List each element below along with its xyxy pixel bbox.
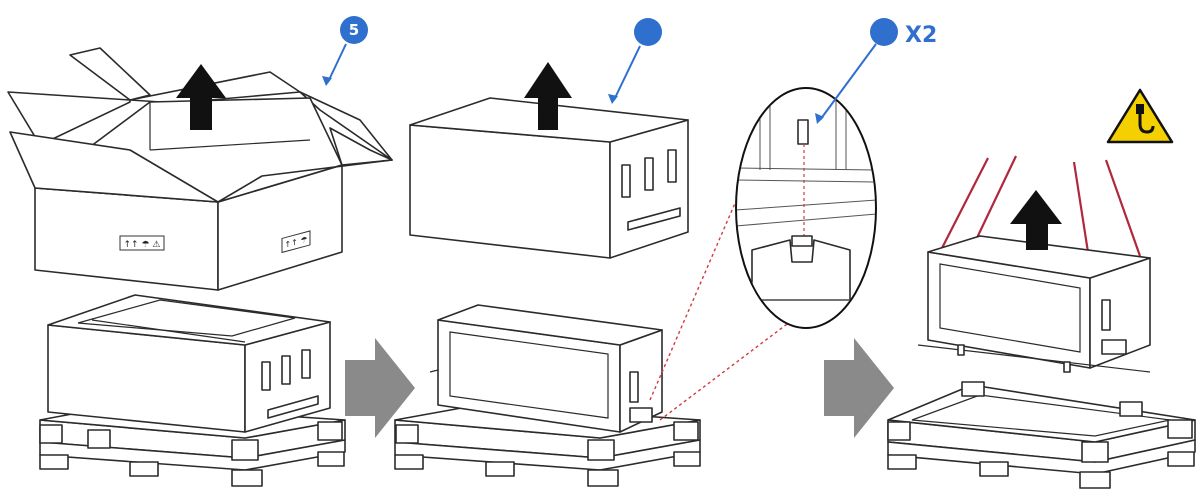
right-arrow-icon [824, 338, 894, 438]
quantity-label: X2 [905, 23, 937, 48]
pallet-with-unit-2 [395, 305, 700, 486]
callout-badge-blank [634, 18, 662, 46]
step-number: 5 [349, 21, 359, 39]
empty-pallet-3 [888, 382, 1195, 488]
callout-badge-x2 [870, 18, 898, 46]
callout-leader-blank [614, 46, 640, 100]
carton-marking-left: ↑↑ ☂ ⚠ [124, 240, 161, 250]
pallet-with-box-1 [40, 295, 345, 486]
callout-leader-5 [328, 44, 346, 82]
lifted-unit [918, 156, 1150, 372]
callout-leader-x2 [820, 44, 876, 120]
crane-hook-warning-icon [1108, 90, 1172, 142]
